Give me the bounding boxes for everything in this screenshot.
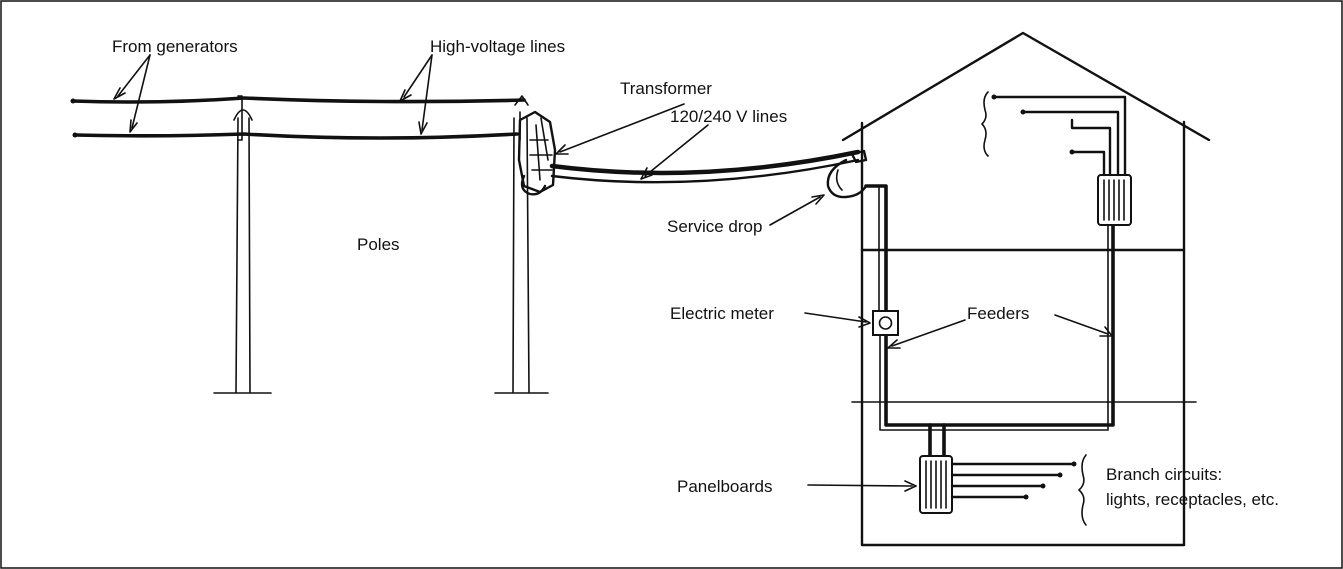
branch-circuits-detail-label: lights, receptacles, etc. (1106, 490, 1279, 509)
pole-left (213, 95, 272, 394)
from-generators-label: From generators (112, 37, 238, 56)
poles-label: Poles (357, 235, 400, 254)
high-voltage-lines (70, 96, 526, 140)
panelboard-lower (919, 454, 1087, 526)
transformer-label: Transformer (620, 79, 712, 98)
feeders-label: Feeders (967, 304, 1029, 323)
service-lines (549, 149, 861, 184)
electric-meter (872, 310, 899, 336)
panelboards-label: Panelboards (677, 477, 772, 496)
panelboard-upper (981, 91, 1132, 226)
feeders (864, 184, 1115, 459)
pole-right (494, 95, 549, 394)
high-voltage-lines-label: High-voltage lines (430, 37, 565, 56)
service-drop-head (826, 149, 868, 199)
service-drop-label: Service drop (667, 217, 762, 236)
house-outline (841, 31, 1211, 547)
branch-circuits-label: Branch circuits: (1106, 465, 1222, 484)
service-lines-label: 120/240 V lines (670, 107, 787, 126)
transformer (517, 110, 557, 196)
electric-meter-label: Electric meter (670, 304, 774, 323)
pointer-arrows (113, 54, 1113, 492)
